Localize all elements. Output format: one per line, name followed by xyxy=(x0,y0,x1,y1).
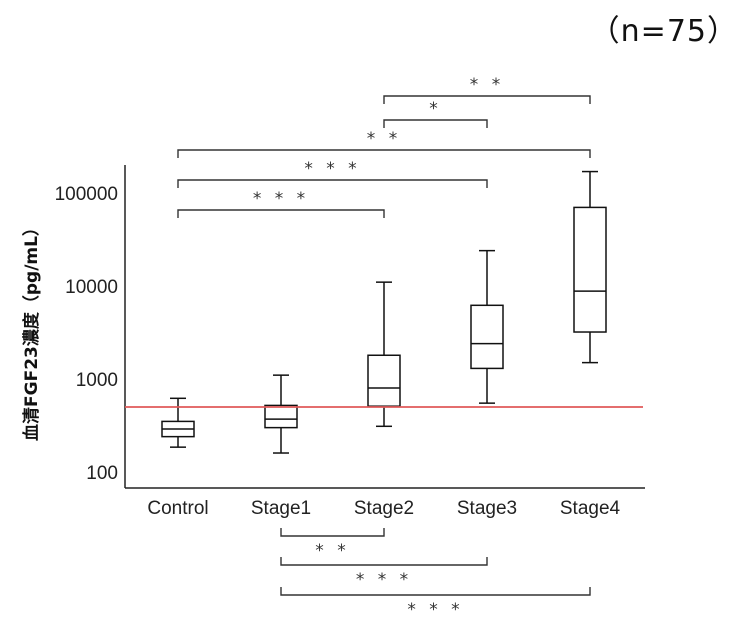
significance-label: * xyxy=(429,99,442,119)
significance-bracket: * * * xyxy=(177,189,385,218)
significance-bracket: * * xyxy=(177,129,591,158)
box-stage4 xyxy=(573,170,607,364)
bracket-line xyxy=(177,209,385,218)
x-tick-label: Stage4 xyxy=(560,498,621,519)
significance-bracket: * * xyxy=(280,528,385,561)
significance-bracket: * xyxy=(383,99,488,128)
significance-label: * * * xyxy=(407,600,463,620)
significance-bracket: * * * xyxy=(280,587,591,620)
significance-label: * * * xyxy=(253,189,309,209)
significance-bracket: * * * xyxy=(280,557,488,590)
significance-label: * * xyxy=(367,129,401,149)
significance-label: * * xyxy=(470,75,504,95)
y-tick-label: 1000 xyxy=(76,370,118,391)
significance-bracket: * * * xyxy=(177,159,488,188)
significance-label: * * xyxy=(315,541,349,561)
x-tick-label: Stage2 xyxy=(354,498,414,519)
box-iqr xyxy=(573,206,607,333)
bracket-line xyxy=(177,149,591,158)
box-stage2 xyxy=(367,281,401,428)
bracket-line xyxy=(280,587,591,596)
box-series xyxy=(161,170,607,454)
significance-bracket: * * xyxy=(383,75,591,104)
x-tick-label: Stage3 xyxy=(457,498,517,519)
box-stage3 xyxy=(470,249,504,404)
significance-brackets: * * * * * * * * * * * * * * * * * * * xyxy=(177,75,591,620)
y-tick-label: 100 xyxy=(86,463,118,484)
box-iqr xyxy=(264,404,298,429)
y-tick-label: 100000 xyxy=(55,184,118,205)
box-control xyxy=(161,397,195,448)
x-tick-label: Control xyxy=(147,498,208,519)
bracket-line xyxy=(383,119,488,128)
box-iqr xyxy=(367,354,401,407)
bracket-line xyxy=(383,95,591,104)
y-axis-label: 血清FGF23濃度（pg/mL） xyxy=(21,219,42,441)
box-iqr xyxy=(470,304,504,370)
bracket-line xyxy=(280,557,488,566)
x-tick-label: Stage1 xyxy=(251,498,311,519)
bracket-line xyxy=(280,528,385,537)
bracket-line xyxy=(177,179,488,188)
sample-size-label: （n=75） xyxy=(589,14,738,49)
significance-label: * * * xyxy=(356,570,412,590)
y-tick-label: 10000 xyxy=(65,277,118,298)
significance-label: * * * xyxy=(304,159,360,179)
box-stage1 xyxy=(264,374,298,454)
